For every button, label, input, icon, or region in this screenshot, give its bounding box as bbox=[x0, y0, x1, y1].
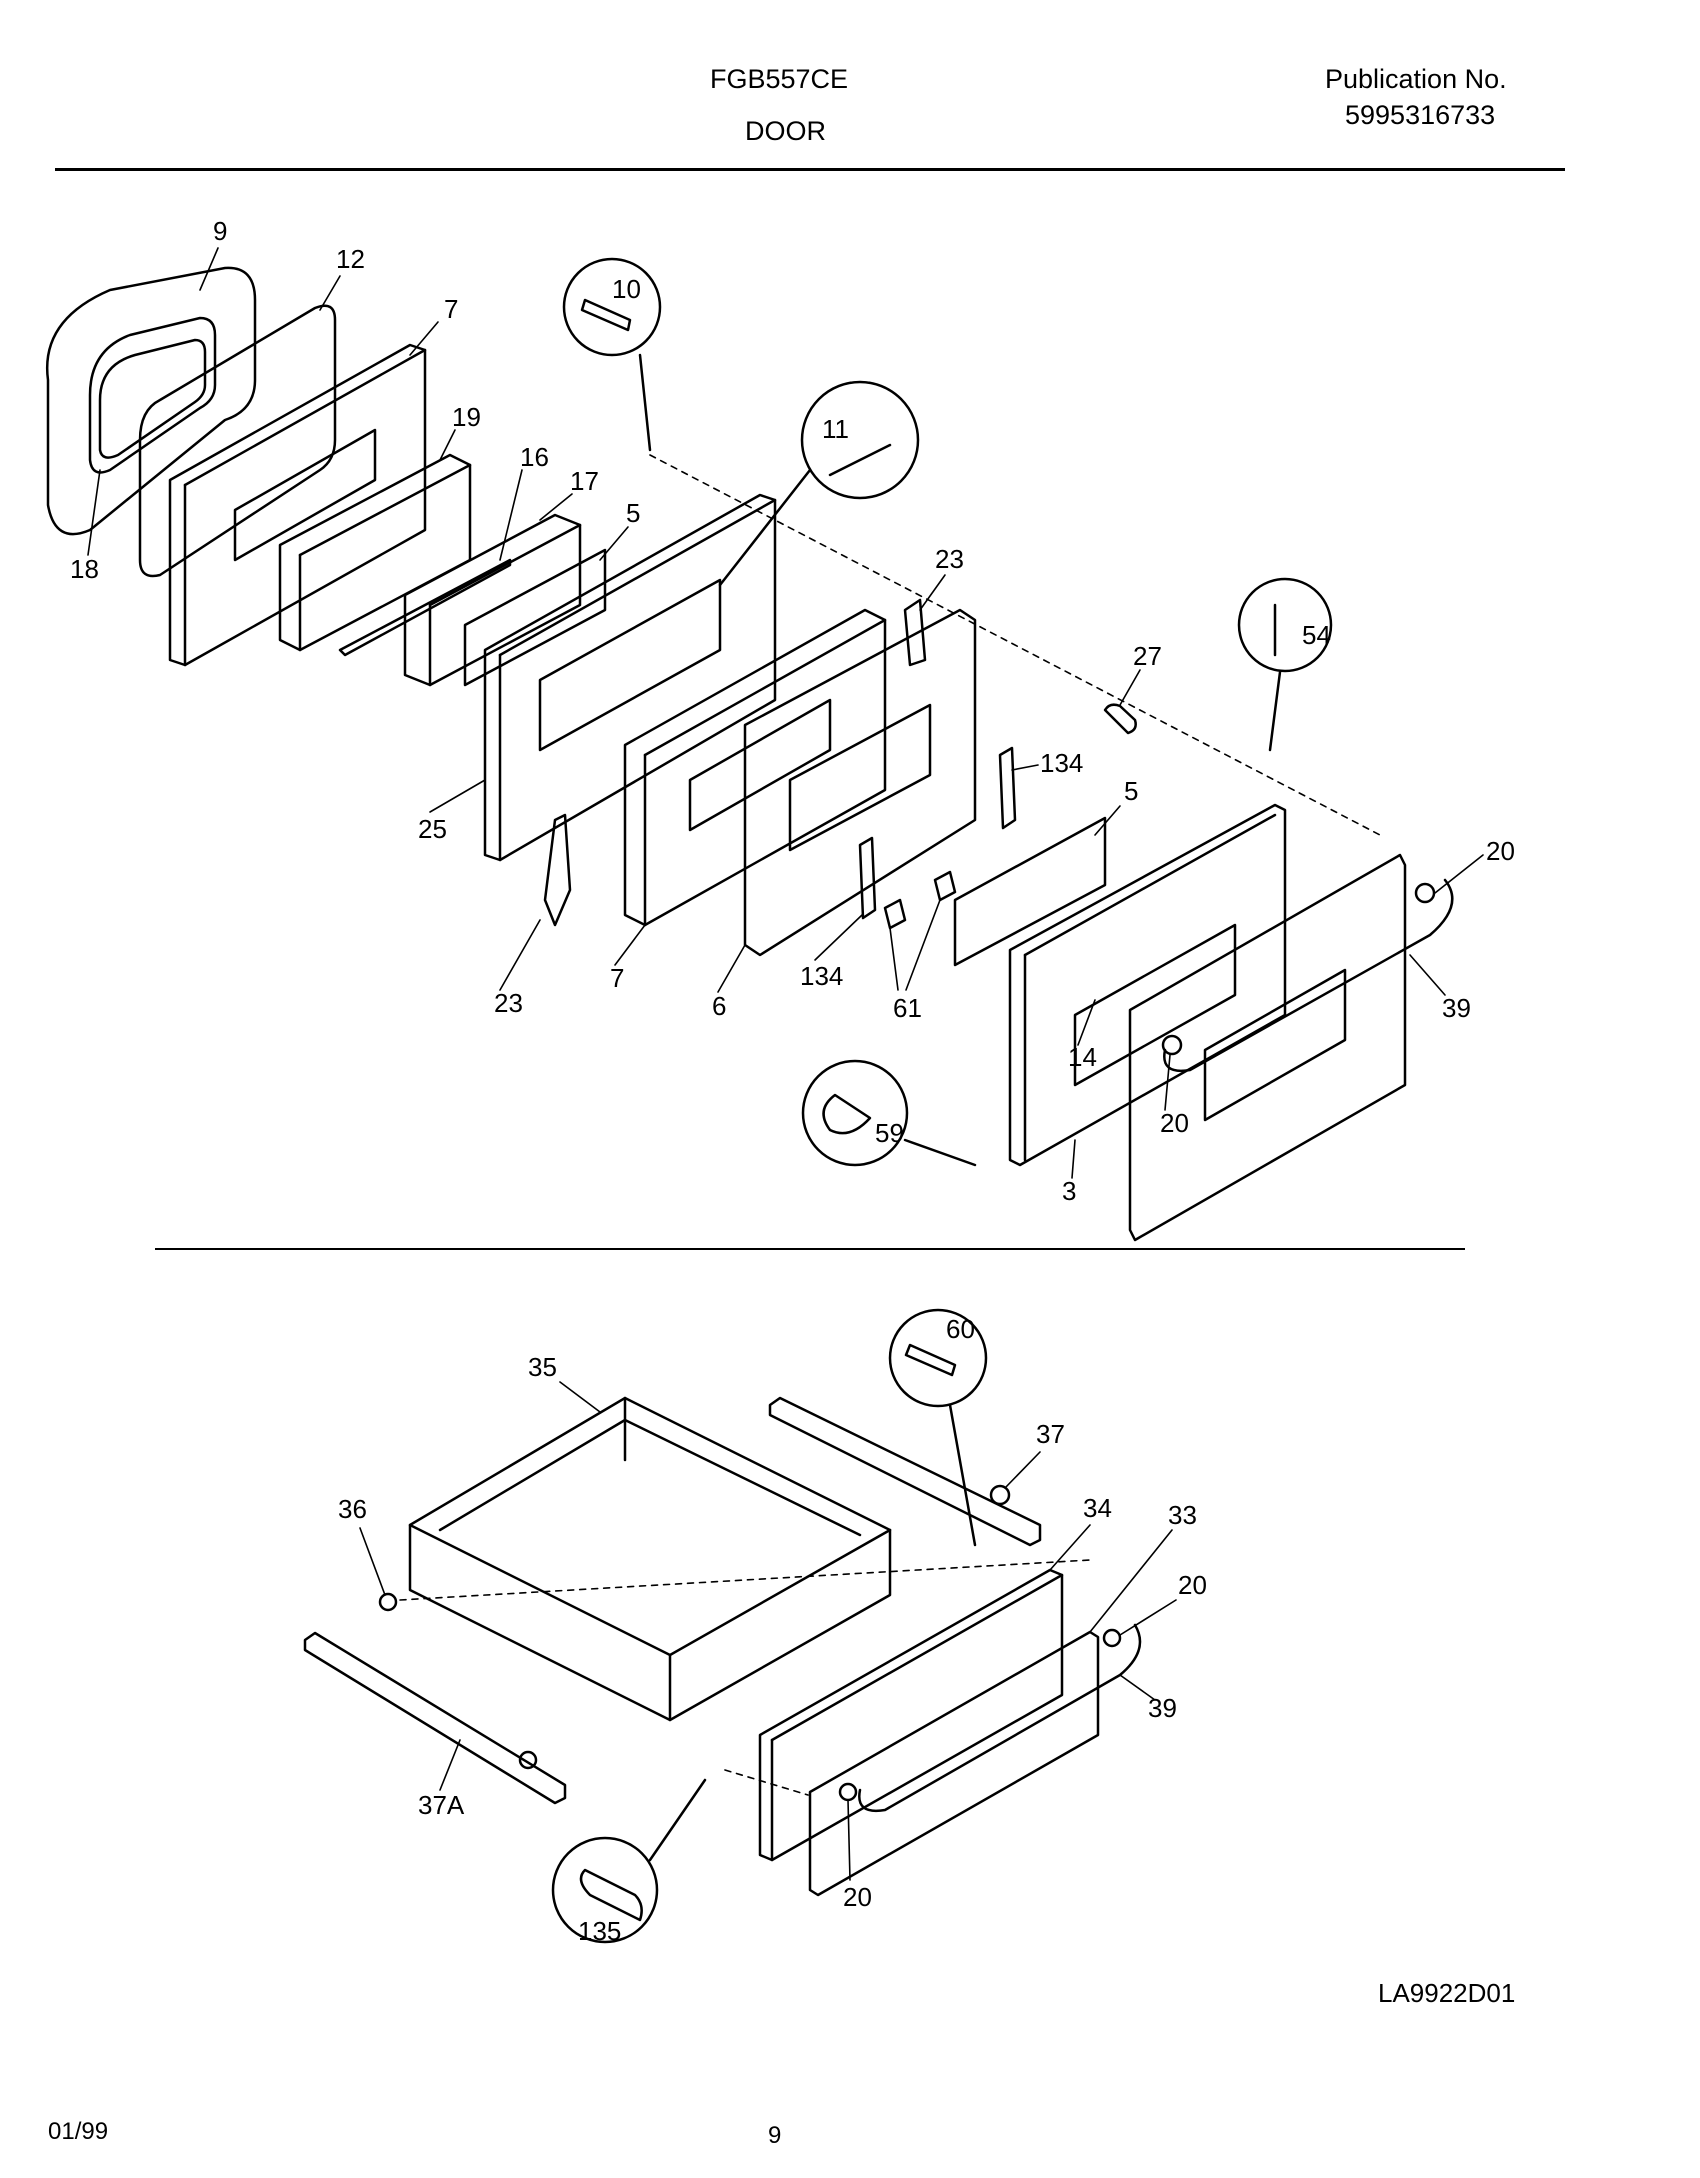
part-16-seal-strip bbox=[338, 558, 512, 657]
drawing-id: LA9922D01 bbox=[1378, 1978, 1516, 2008]
callout-3: 3 bbox=[1062, 1176, 1076, 1206]
callout-61: 61 bbox=[893, 993, 922, 1023]
callout-37: 37 bbox=[1036, 1419, 1065, 1449]
part-5-front-glass bbox=[953, 816, 1107, 967]
part-134-bracket-lower bbox=[858, 836, 877, 920]
callout-35: 35 bbox=[528, 1352, 557, 1382]
callout-23-left: 23 bbox=[494, 988, 523, 1018]
callout-16: 16 bbox=[520, 442, 549, 472]
callout-20-drawer-right: 20 bbox=[1178, 1570, 1207, 1600]
callout-20-right: 20 bbox=[1486, 836, 1515, 866]
part-33-drawer-front-outer bbox=[808, 1630, 1100, 1897]
part-134-bracket-upper bbox=[998, 746, 1017, 830]
callout-36: 36 bbox=[338, 1494, 367, 1524]
publication-number: 5995316733 bbox=[1345, 100, 1496, 130]
date-code: 01/99 bbox=[48, 2118, 109, 2145]
part-20-end-cap-right bbox=[1414, 882, 1436, 904]
part-36-bumper bbox=[378, 1592, 398, 1612]
callout-19: 19 bbox=[452, 402, 481, 432]
callout-59: 59 bbox=[875, 1118, 904, 1148]
callout-20-left: 20 bbox=[1160, 1108, 1189, 1138]
part-39-door-handle bbox=[1163, 878, 1454, 1073]
outer-door-panel bbox=[1128, 853, 1407, 1242]
callout-5-inner: 5 bbox=[626, 498, 640, 528]
part-61-clip-a bbox=[883, 898, 907, 930]
callout-34: 34 bbox=[1083, 1493, 1112, 1523]
part-34-drawer-front-inner bbox=[758, 1568, 1064, 1862]
callout-11: 11 bbox=[822, 414, 849, 444]
callout-20-drawer-left: 20 bbox=[843, 1882, 872, 1912]
part-17-baffle bbox=[403, 513, 582, 687]
detail-54-screw bbox=[1237, 577, 1333, 752]
callout-23-right: 23 bbox=[935, 544, 964, 574]
slide-roller-left bbox=[518, 1750, 538, 1770]
publication-label: Publication No. bbox=[1325, 64, 1507, 94]
slide-roller-right bbox=[989, 1484, 1011, 1506]
callout-27: 27 bbox=[1133, 641, 1162, 671]
part-61-clip-b bbox=[933, 870, 957, 902]
detail-135-bumper bbox=[551, 1778, 707, 1944]
callout-9: 9 bbox=[213, 216, 227, 246]
callout-6: 6 bbox=[712, 991, 726, 1021]
part-20-drawer-cap-right bbox=[1102, 1628, 1122, 1648]
callout-12: 12 bbox=[336, 244, 365, 274]
callout-37A: 37A bbox=[418, 1790, 465, 1820]
part-19-inner-liner bbox=[278, 453, 472, 652]
section-divider bbox=[155, 1248, 1465, 1250]
part-37A-drawer-slide-left bbox=[303, 1631, 567, 1805]
detail-10-screw bbox=[562, 257, 662, 452]
part-9-door-frame bbox=[45, 266, 257, 536]
detail-59-bumper bbox=[801, 1059, 977, 1167]
page-number: 9 bbox=[768, 2122, 782, 2149]
part-20-end-cap-left bbox=[1161, 1034, 1183, 1056]
callout-7-front: 7 bbox=[610, 963, 624, 993]
part-39-drawer-handle bbox=[858, 1623, 1142, 1813]
part-5-inner-glass bbox=[463, 548, 607, 687]
callout-25: 25 bbox=[418, 814, 447, 844]
callout-134-upper: 134 bbox=[1040, 748, 1083, 778]
detail-60-screw bbox=[888, 1308, 988, 1547]
detail-11-clip bbox=[718, 380, 920, 587]
callout-134-lower: 134 bbox=[800, 961, 843, 991]
part-27-spacer bbox=[1103, 703, 1137, 735]
callout-33: 33 bbox=[1168, 1500, 1197, 1530]
callout-10: 10 bbox=[612, 274, 641, 304]
callout-39: 39 bbox=[1442, 993, 1471, 1023]
part-25-inner-door-panel bbox=[483, 493, 777, 862]
callout-5-front: 5 bbox=[1124, 776, 1138, 806]
callout-54: 54 bbox=[1302, 620, 1331, 650]
part-7-insulation-front bbox=[623, 608, 887, 927]
callout-18: 18 bbox=[70, 554, 99, 584]
section-title: DOOR bbox=[745, 116, 826, 146]
part-35-drawer-body bbox=[408, 1396, 892, 1722]
part-12-gasket bbox=[138, 304, 337, 578]
callout-14: 14 bbox=[1068, 1042, 1097, 1072]
callout-135: 135 bbox=[578, 1916, 621, 1946]
part-20-drawer-cap-left bbox=[838, 1782, 858, 1802]
part-23-hinge-left bbox=[543, 813, 572, 927]
callout-7-rear: 7 bbox=[444, 294, 458, 324]
part-37-drawer-slide-right bbox=[768, 1396, 1042, 1547]
header-rule bbox=[55, 168, 1565, 171]
model-number: FGB557CE bbox=[710, 64, 849, 94]
drawer-assembly bbox=[303, 1308, 1142, 1944]
part-6-door-inner-panel bbox=[743, 608, 977, 957]
callout-60: 60 bbox=[946, 1314, 975, 1344]
part-3-door-frame bbox=[1008, 803, 1287, 1167]
part-23-hinge-right bbox=[903, 598, 927, 667]
part-7-insulation-rear bbox=[168, 343, 427, 667]
door-assembly bbox=[45, 257, 1454, 1242]
callout-17: 17 bbox=[570, 466, 599, 496]
